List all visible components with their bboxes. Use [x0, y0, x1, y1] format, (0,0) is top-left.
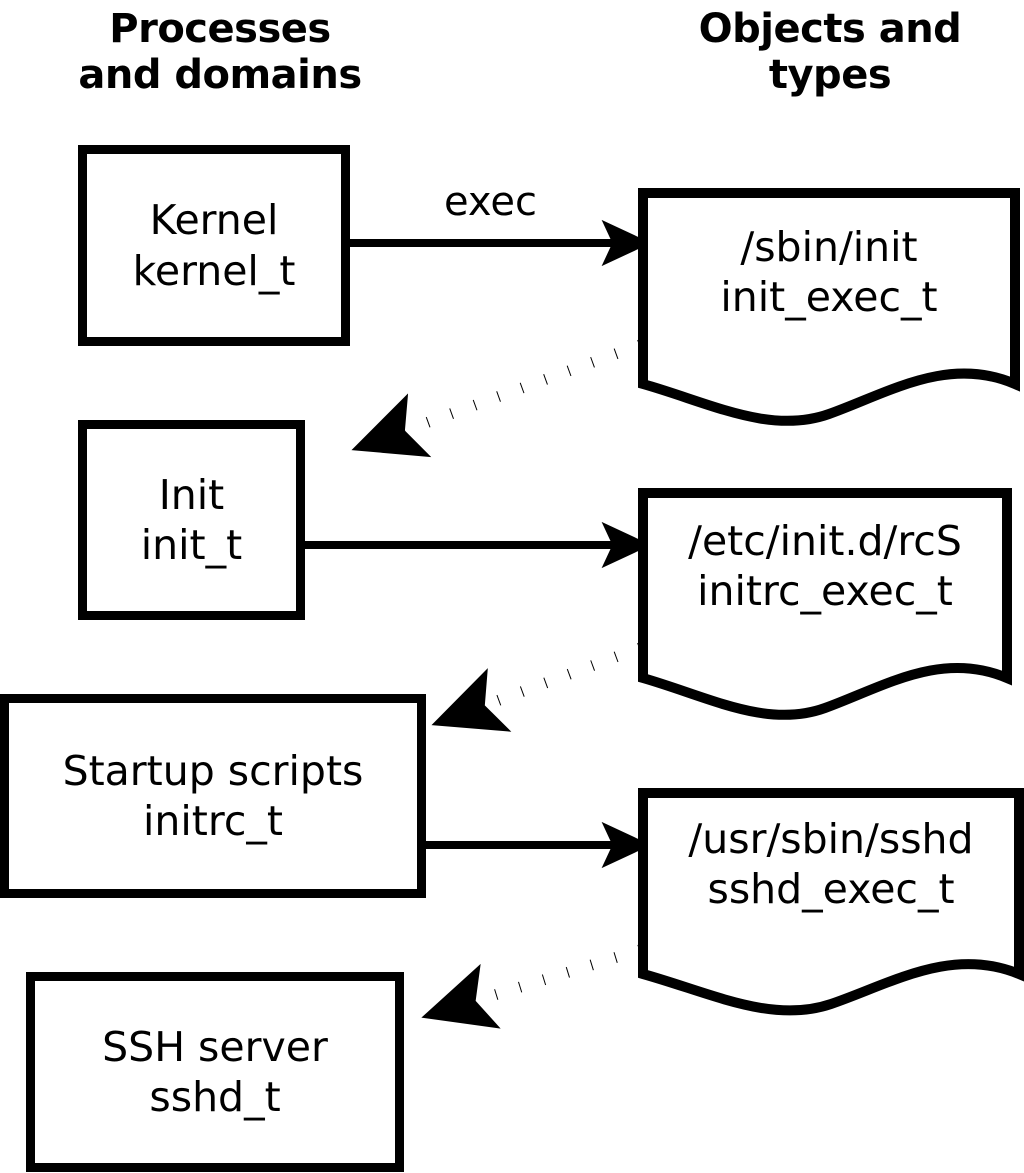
process-box-kernel[interactable]: Kernel kernel_t — [78, 145, 350, 346]
object-doc-init-exec[interactable]: /sbin/init init_exec_t — [638, 188, 1020, 426]
document-shape-icon — [638, 188, 1020, 426]
document-shape-icon — [638, 488, 1012, 720]
process-name-kernel: Kernel — [149, 196, 279, 245]
column-heading-objects: Objects and types — [698, 6, 962, 98]
object-doc-sshd-exec[interactable]: /usr/sbin/sshd sshd_exec_t — [638, 788, 1024, 1016]
column-heading-processes: Processes and domains — [78, 6, 362, 98]
process-type-ssh-server: sshd_t — [149, 1073, 281, 1121]
edge-initrc-exec-to-initrc — [431, 642, 642, 732]
edge-sshd-exec-to-sshd — [421, 944, 642, 1029]
edge-init-exec-to-init — [351, 339, 642, 458]
process-type-startup-scripts: initrc_t — [143, 797, 283, 845]
process-box-startup-scripts[interactable]: Startup scripts initrc_t — [0, 694, 426, 898]
document-shape-icon — [638, 788, 1024, 1016]
process-type-init: init_t — [140, 521, 243, 569]
process-type-kernel: kernel_t — [132, 246, 296, 295]
process-box-init[interactable]: Init init_t — [78, 420, 305, 620]
process-name-ssh-server: SSH server — [102, 1022, 328, 1071]
process-box-ssh-server[interactable]: SSH server sshd_t — [26, 972, 404, 1172]
process-name-init: Init — [158, 470, 225, 519]
process-name-startup-scripts: Startup scripts — [62, 746, 364, 795]
edge-label-exec: exec — [444, 179, 537, 225]
object-doc-initrc-exec[interactable]: /etc/init.d/rcS initrc_exec_t — [638, 488, 1012, 720]
